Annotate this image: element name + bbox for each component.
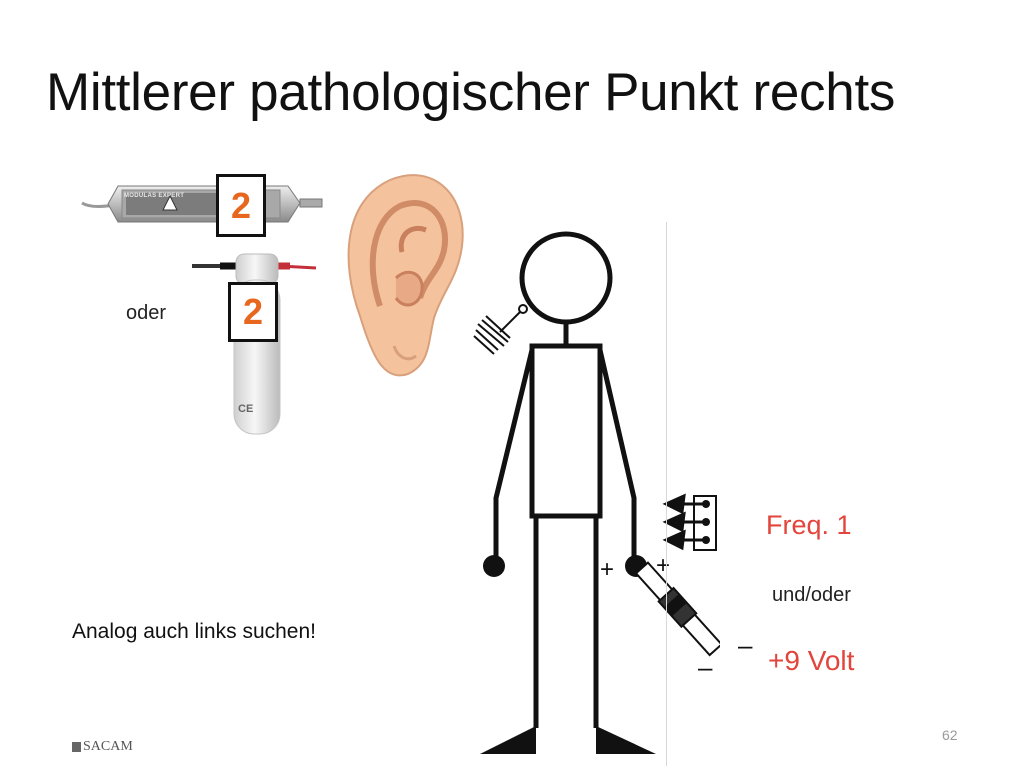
minus-sign-bottom: – [698,652,713,682]
frequency-label: Freq. 1 [766,510,852,540]
laser-pen-image [81,185,323,223]
oder-label: oder [126,302,167,324]
logo-text: SACAM [83,739,133,754]
ear-image [347,174,464,377]
voltage-label: +9 Volt [768,645,855,676]
sacam-logo: SACAM [72,739,133,755]
probe-image [192,253,317,435]
slide-title: Mittlerer pathologischer Punkt rechts [46,63,896,122]
plus-sign-right: + [656,552,671,579]
ce-mark: CE [238,403,254,415]
number-badge-top: 2 [216,174,266,237]
page-number: 62 [942,727,958,743]
minus-sign-top: – [738,630,753,660]
device-brand-text: MODULAS EXPERT [124,193,185,199]
stick-figure [473,231,720,754]
vertical-divider [666,222,667,766]
plus-sign-left: + [600,556,615,583]
and-or-label: und/oder [772,584,851,606]
logo-mark-icon [72,742,81,752]
number-badge-bottom: 2 [228,282,278,342]
instruction-note: Analog auch links suchen! [72,620,316,643]
